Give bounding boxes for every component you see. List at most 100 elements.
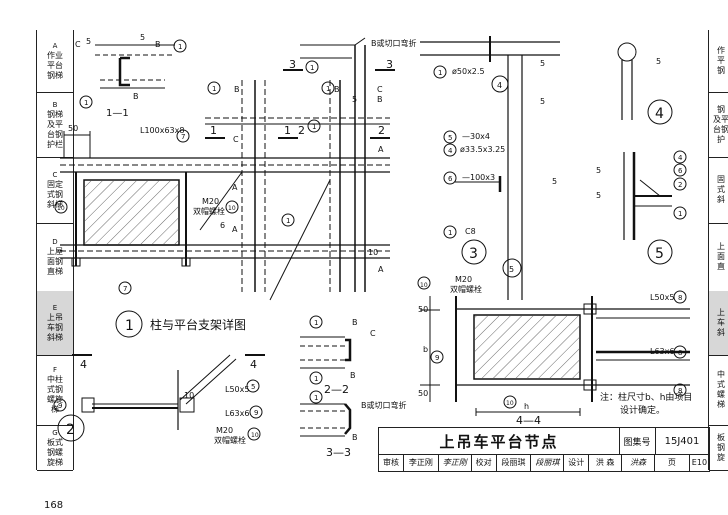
- d5-weld-a: 5: [596, 166, 601, 175]
- weld-5a: 5: [86, 37, 91, 46]
- weld-5b: 5: [140, 33, 145, 42]
- sidebar-label: 板 钢 旋: [717, 432, 725, 462]
- callout-1b: 1: [84, 99, 88, 107]
- d2-callout-9b: 9: [254, 409, 258, 417]
- d5-callout-2: 2: [678, 181, 682, 189]
- sidebar_right-item-5[interactable]: 中 式 螺 梯: [709, 355, 728, 426]
- checker-sign: 段丽琪: [531, 454, 565, 471]
- cut-2b: 2: [378, 124, 385, 137]
- cut-3b: 3: [386, 58, 393, 71]
- sidebar-label: 固 式 斜: [717, 175, 725, 204]
- d3-circle-4: 4: [497, 81, 502, 90]
- d3-item-3: ø33.5x3.25: [460, 145, 505, 154]
- label-c4: C: [377, 85, 383, 94]
- reviewer: 李正刚: [404, 454, 439, 471]
- label-a3: A: [378, 145, 384, 154]
- d3-callout-1: 1: [438, 69, 442, 77]
- callout-1f: 1: [310, 64, 314, 72]
- s44-l63: L63x6: [650, 347, 674, 356]
- label-b3: B: [234, 85, 240, 94]
- detail-1: [54, 37, 395, 338]
- s44-dim-50b: 50: [418, 389, 428, 398]
- signature-row: 审核 李正刚 李正刚 校对 段丽琪 段丽琪 设计 洪 森 洪森 页 E10: [379, 454, 709, 471]
- detail-2-number: 2: [66, 422, 75, 438]
- designer: 洪 森: [589, 454, 623, 471]
- atlas-code: 15J401: [655, 428, 709, 455]
- d3-item-1: ø50x2.5: [452, 67, 485, 76]
- d2-l50: L50x5: [225, 385, 249, 394]
- d3-circle-5: 5: [509, 265, 514, 274]
- s44-dim-b: b: [423, 345, 428, 354]
- detail-2: [53, 354, 265, 442]
- s44-callout-8b: 8: [678, 349, 682, 357]
- sidebar-label: 板式 钢螺 旋梯: [47, 437, 63, 467]
- sidebar-label: 中柱 式钢 螺旋 梯: [47, 375, 63, 414]
- sidebar_right-item-6[interactable]: 板 钢 旋: [709, 425, 728, 471]
- dim-50: 50: [68, 124, 78, 133]
- s44-callout-8c: 8: [678, 387, 682, 395]
- drawing-title: 上吊车平台节点: [379, 428, 620, 455]
- s44-dim-h: h: [524, 402, 529, 411]
- callout-1g: 1: [286, 217, 290, 225]
- d22-b2: B: [350, 371, 356, 380]
- callout-1a: 1: [178, 43, 182, 51]
- sidebar-label: 上 面 直: [717, 242, 725, 271]
- label-b4: B: [334, 85, 340, 94]
- detail-3-number: 3: [469, 246, 478, 262]
- detail-5-number: 5: [655, 246, 664, 262]
- detail-1-text: 1 1 7 1 1 1 1 1 7 10 10 1 柱与平台支架详图 L100x…: [57, 33, 417, 334]
- label-a1: A: [232, 183, 238, 192]
- d3-callout-6: 6: [448, 175, 453, 183]
- weld-6: 6: [220, 221, 225, 230]
- d4-weld: 5: [656, 57, 661, 66]
- s44-bolt-2: 双帽螺栓: [450, 284, 482, 294]
- cut-1b: 1: [284, 124, 291, 137]
- s44-callout-10b: 10: [506, 400, 514, 407]
- detail-2-2: [300, 315, 352, 437]
- s44-l50: L50x5: [650, 293, 674, 302]
- sidebar-code: F: [52, 366, 58, 374]
- sidebar_right-item-4[interactable]: 上 车 斜: [709, 291, 728, 356]
- right-sidebar: 作 平 钢钢 及平 台钢 护固 式 斜上 面 直上 车 斜中 式 螺 梯板 钢 …: [708, 30, 728, 471]
- s44-callout-9: 9: [435, 354, 439, 362]
- sidebar-label: 上吊 车钢 斜梯: [47, 313, 63, 342]
- d3-callout-4: 4: [448, 147, 453, 155]
- d5-callout-1: 1: [678, 210, 682, 218]
- d22-callout-1b: 1: [314, 375, 318, 383]
- d3-item-4: —100x3: [462, 173, 495, 182]
- note-line-1: 注：柱尺寸b、h由项目: [600, 391, 692, 403]
- sidebar_right-item-1[interactable]: 钢 及平 台钢 护: [709, 92, 728, 158]
- s44-callout-10a: 10: [420, 282, 428, 289]
- section-4-4: [417, 276, 690, 416]
- label-c: C: [75, 40, 81, 49]
- sidebar-label: 中 式 螺 梯: [717, 370, 725, 409]
- note-line-2: 设计确定。: [620, 404, 665, 416]
- cut-1a: 1: [210, 124, 217, 137]
- title-block: 上吊车平台节点 图集号 15J401 审核 李正刚 李正刚 校对 段丽琪 段丽琪…: [378, 427, 710, 472]
- callout-10a: 10: [57, 205, 65, 212]
- d2-callout-5: 5: [251, 383, 255, 391]
- d3-callout-1b: 1: [448, 229, 452, 237]
- d2-weld: 10: [184, 391, 194, 400]
- label-b5: B: [377, 95, 383, 104]
- d2-callout-10: 10: [251, 432, 259, 439]
- atlas-code-label: 图集号: [619, 428, 656, 455]
- sidebar_right-item-0[interactable]: 作 平 钢: [709, 30, 728, 93]
- detail-4-text: 4 5: [655, 57, 664, 122]
- label-b: B: [155, 40, 161, 49]
- s44-bolt-1: M20: [455, 275, 472, 284]
- profile-label: L100x63x8: [140, 126, 184, 135]
- sidebar_right-item-2[interactable]: 固 式 斜: [709, 157, 728, 224]
- cut-2a: 2: [298, 124, 305, 137]
- page-number: 168: [44, 500, 64, 511]
- bolt-label-2: 双帽螺栓: [193, 206, 225, 216]
- designer-sign: 洪森: [622, 454, 655, 471]
- weld-5c: 5: [352, 95, 357, 104]
- label-a4: A: [378, 265, 384, 274]
- sidebar-code: E: [52, 304, 58, 312]
